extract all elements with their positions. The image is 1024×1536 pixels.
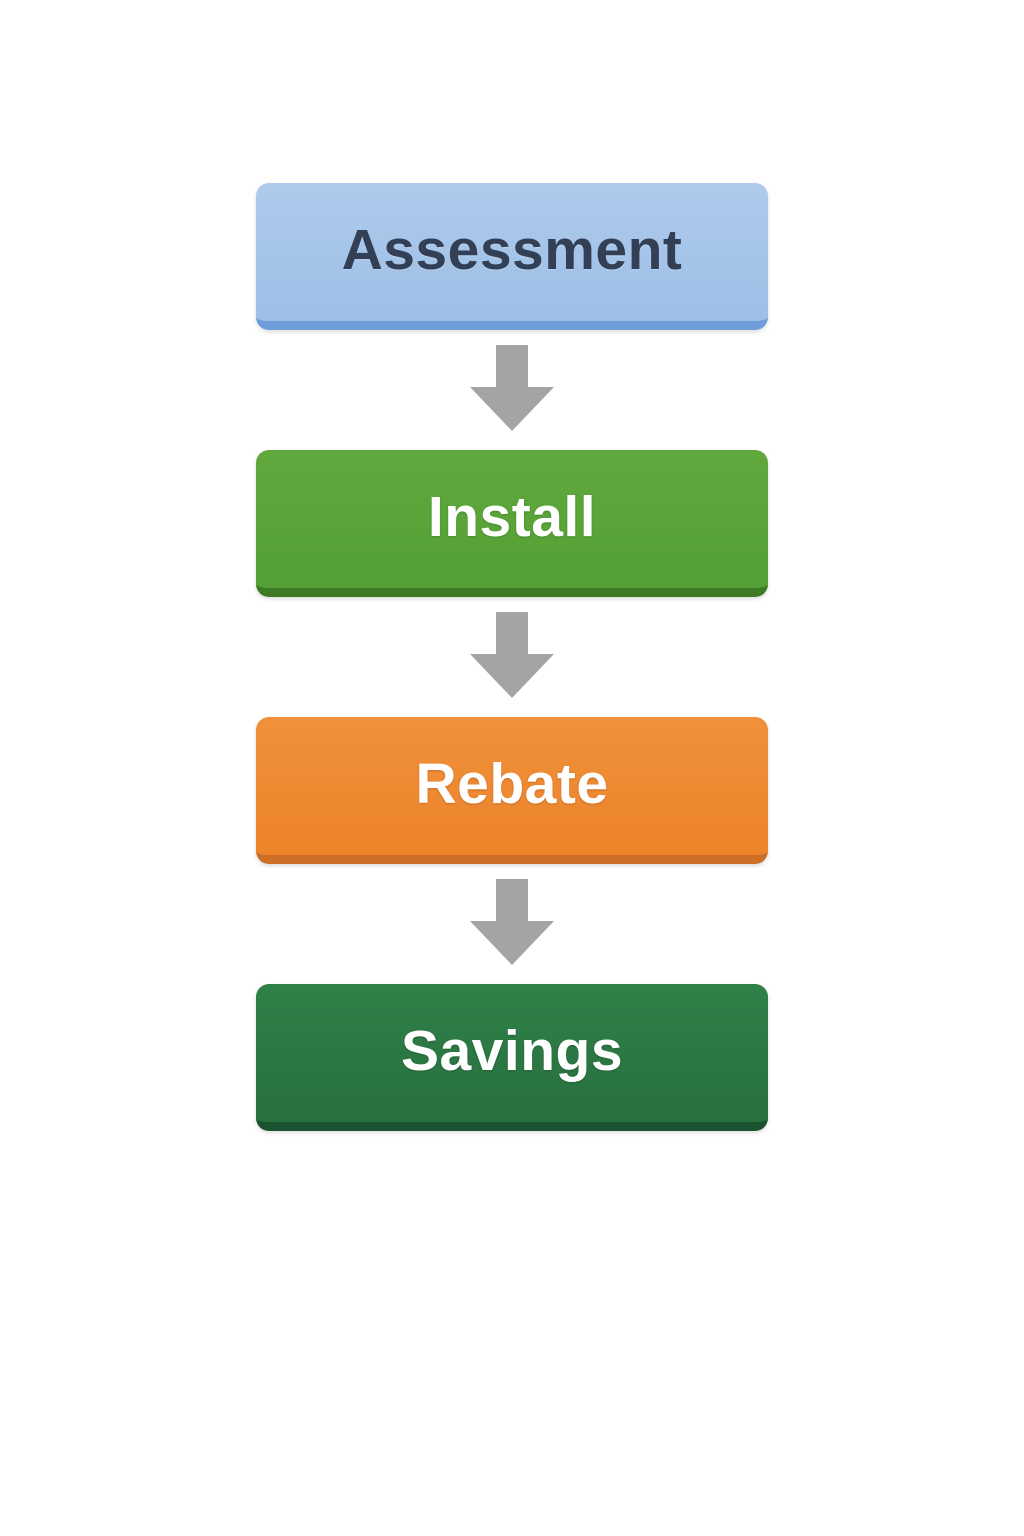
step-label-savings: Savings — [400, 1018, 624, 1083]
flowchart: Assessment Install Rebate Savings — [256, 183, 768, 1131]
step-box-rebate: Rebate — [256, 717, 768, 864]
down-arrow-icon — [470, 879, 554, 965]
down-arrow-icon — [470, 345, 554, 431]
step-label-assessment: Assessment — [341, 217, 683, 282]
step-box-install: Install — [256, 450, 768, 597]
down-arrow-icon — [470, 612, 554, 698]
step-label-rebate: Rebate — [415, 751, 609, 816]
step-box-savings: Savings — [256, 984, 768, 1131]
step-box-assessment: Assessment — [256, 183, 768, 330]
step-label-install: Install — [427, 484, 597, 549]
